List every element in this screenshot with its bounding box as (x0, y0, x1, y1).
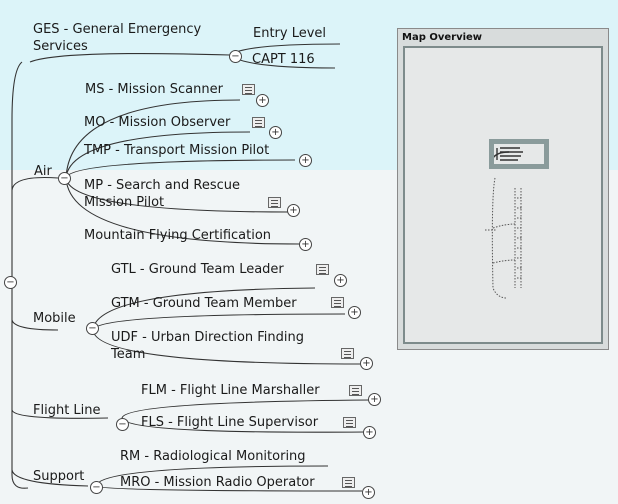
air-collapse-toggle[interactable]: − (58, 172, 71, 185)
flight-line-collapse-toggle[interactable]: − (116, 418, 129, 431)
group-air[interactable]: Air (34, 164, 52, 179)
expand-toggle[interactable]: + (299, 238, 312, 251)
ges-collapse-toggle[interactable]: − (229, 50, 242, 63)
node-flm-flight-line-marshaller[interactable]: FLM - Flight Line Marshaller (141, 383, 320, 398)
group-mobile[interactable]: Mobile (33, 311, 76, 326)
expand-toggle[interactable]: + (334, 274, 347, 287)
note-icon[interactable] (242, 84, 255, 95)
mp-label-line2: Mission Pilot (84, 195, 165, 210)
map-overview-panel[interactable]: Map Overview (397, 28, 609, 350)
node-fls-flight-line-supervisor[interactable]: FLS - Flight Line Supervisor (141, 415, 319, 430)
udf-label-line2: Team (111, 347, 146, 362)
expand-toggle[interactable]: + (362, 486, 375, 499)
root-title-line1: GES - General Emergency (33, 22, 202, 37)
expand-toggle[interactable]: + (256, 94, 269, 107)
expand-toggle[interactable]: + (368, 393, 381, 406)
node-capt-116[interactable]: CAPT 116 (252, 52, 315, 67)
map-overview-thumbnail (485, 147, 523, 299)
note-icon[interactable] (268, 197, 281, 208)
node-udf-urban-direction-finding[interactable]: UDF - Urban Direction Finding Team (111, 329, 341, 363)
node-ms-mission-scanner[interactable]: MS - Mission Scanner (85, 82, 223, 97)
expand-toggle[interactable]: + (287, 204, 300, 217)
group-support[interactable]: Support (33, 469, 85, 484)
node-mro-mission-radio-operator[interactable]: MRO - Mission Radio Operator (120, 475, 315, 490)
node-mp-search-rescue-pilot[interactable]: MP - Search and Rescue Mission Pilot (84, 177, 284, 211)
node-gtl-ground-team-leader[interactable]: GTL - Ground Team Leader (111, 262, 284, 277)
support-collapse-toggle[interactable]: − (90, 481, 103, 494)
node-tmp-transport-mission-pilot[interactable]: TMP - Transport Mission Pilot (84, 143, 270, 158)
mp-label-line1: MP - Search and Rescue (84, 178, 240, 193)
expand-toggle[interactable]: + (269, 126, 282, 139)
expand-toggle[interactable]: + (348, 306, 361, 319)
map-overview-title: Map Overview (402, 32, 483, 43)
map-overview-viewport[interactable] (403, 46, 603, 344)
note-icon[interactable] (316, 264, 329, 275)
node-mountain-flying-certification[interactable]: Mountain Flying Certification (84, 228, 272, 243)
udf-label-line1: UDF - Urban Direction Finding (111, 330, 305, 345)
node-gtm-ground-team-member[interactable]: GTM - Ground Team Member (111, 296, 297, 311)
node-entry-level[interactable]: Entry Level (253, 26, 327, 41)
note-icon[interactable] (252, 117, 265, 128)
root-node[interactable]: GES - General Emergency Services (33, 21, 233, 55)
note-icon[interactable] (342, 477, 355, 488)
node-mo-mission-observer[interactable]: MO - Mission Observer (84, 115, 231, 130)
mobile-collapse-toggle[interactable]: − (86, 322, 99, 335)
note-icon[interactable] (331, 297, 344, 308)
map-overview-view-rectangle[interactable] (489, 139, 549, 169)
root-title-line2: Services (33, 39, 88, 54)
expand-toggle[interactable]: + (360, 357, 373, 370)
expand-toggle[interactable]: + (299, 154, 312, 167)
root-collapse-toggle[interactable]: − (4, 276, 17, 289)
expand-toggle[interactable]: + (363, 426, 376, 439)
note-icon[interactable] (349, 385, 362, 396)
note-icon[interactable] (341, 348, 354, 359)
group-flight-line[interactable]: Flight Line (33, 403, 101, 418)
node-rm-radiological-monitoring[interactable]: RM - Radiological Monitoring (120, 449, 306, 464)
note-icon[interactable] (343, 417, 356, 428)
